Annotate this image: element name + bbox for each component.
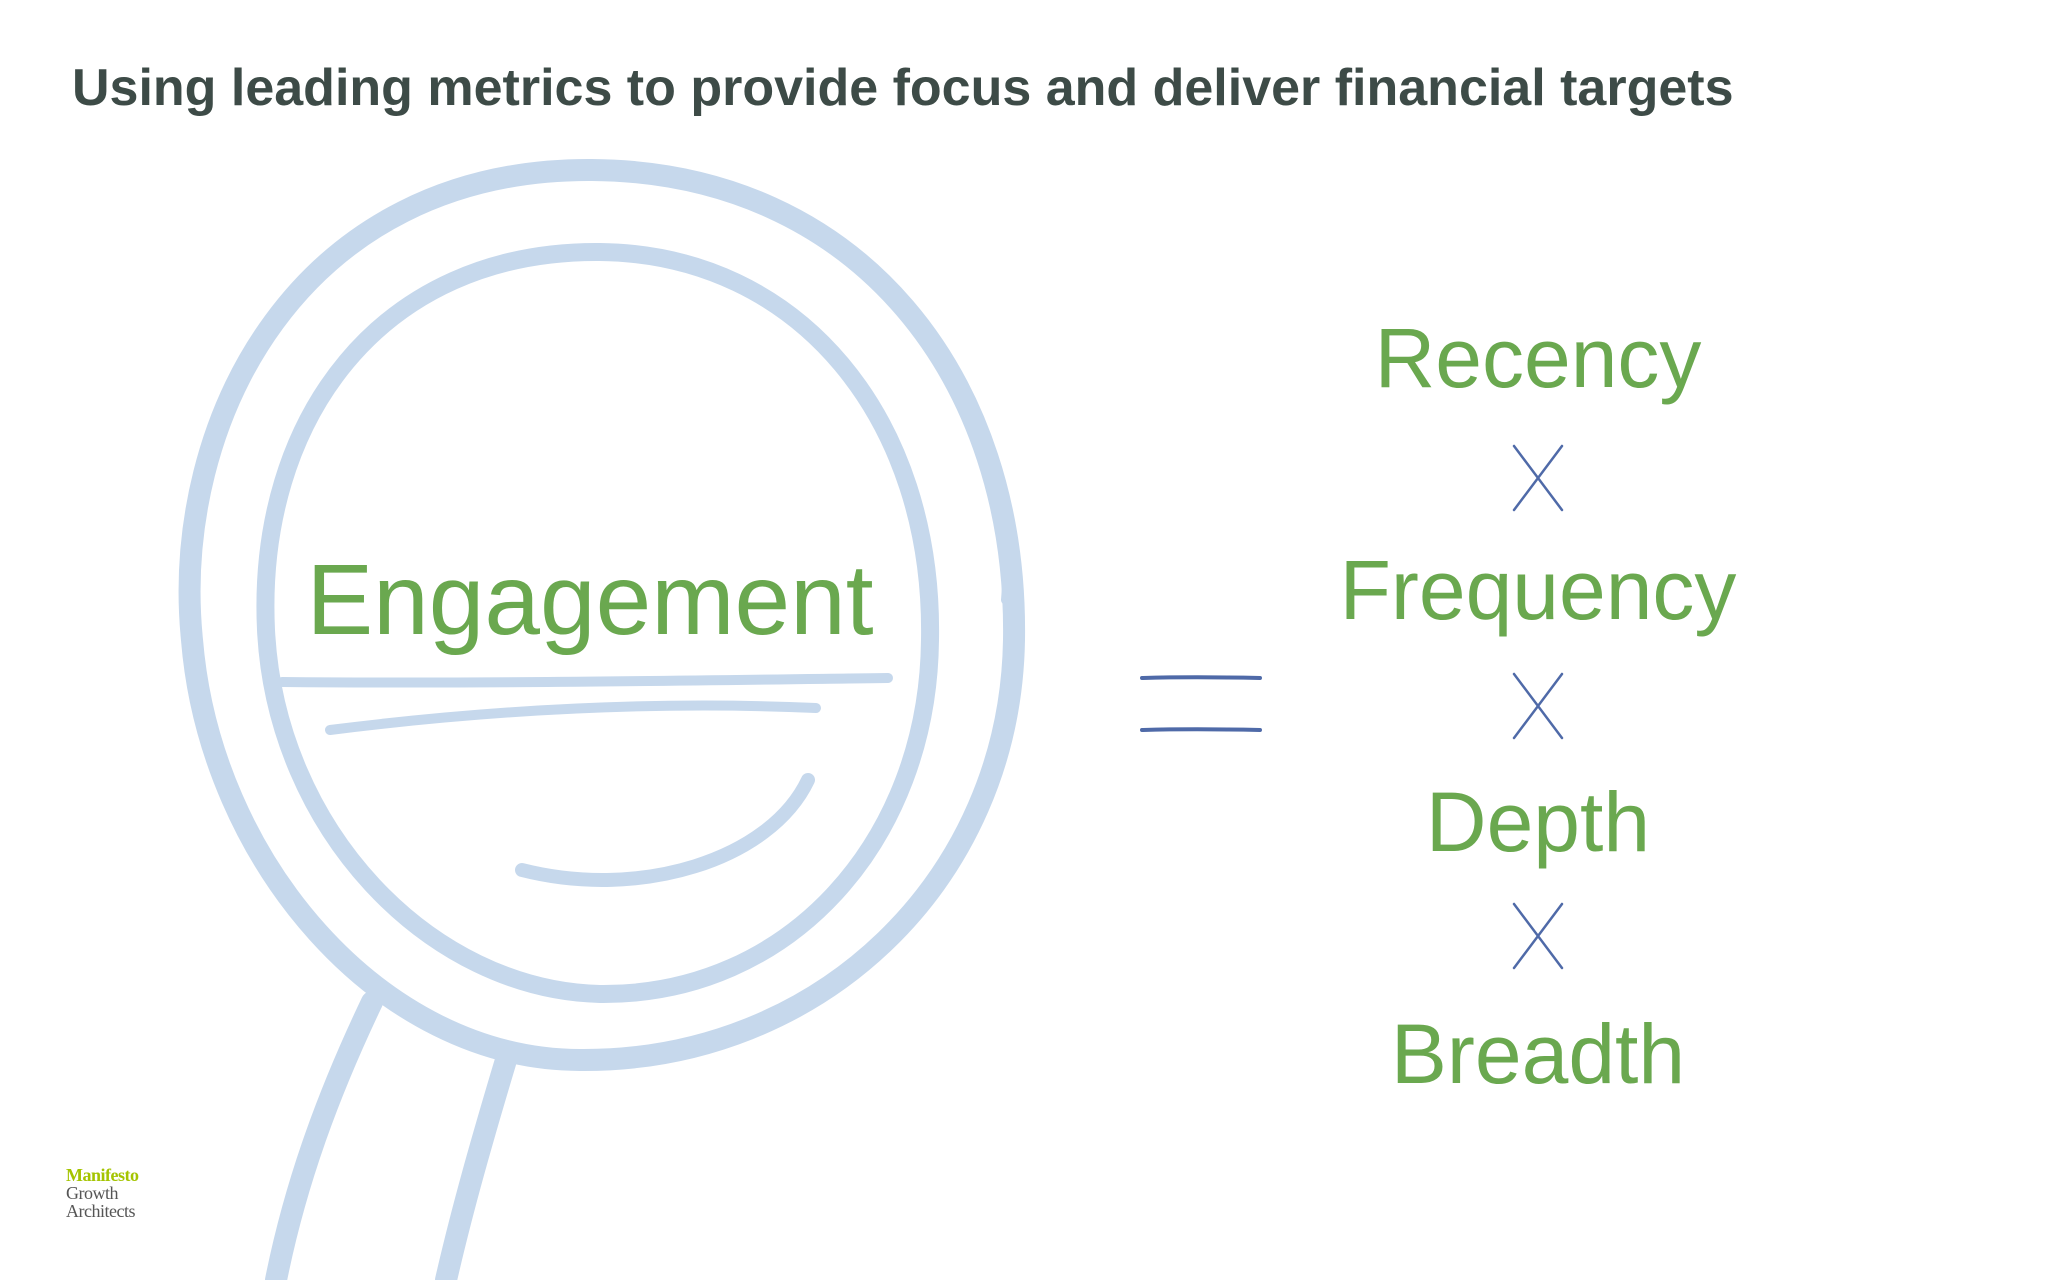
logo-line-growth: Growth: [66, 1183, 119, 1203]
slide-title: Using leading metrics to provide focus a…: [72, 59, 1734, 117]
factor-recency: Recency: [1374, 311, 1702, 405]
equals-icon: [1140, 675, 1262, 732]
logo-line-manifesto: Manifesto: [66, 1165, 139, 1185]
factor-depth: Depth: [1425, 775, 1651, 869]
logo-line-architects: Architects: [66, 1201, 135, 1221]
multiply-icon: [1512, 672, 1564, 740]
factor-breadth: Breadth: [1390, 1007, 1686, 1101]
multiply-icon: [1512, 902, 1564, 970]
company-logo: Manifesto Growth Architects: [66, 1166, 176, 1220]
engagement-factors: Recency Frequency Depth Breadth: [1298, 300, 1778, 1101]
engagement-label: Engagement: [306, 544, 874, 656]
factor-frequency: Frequency: [1339, 543, 1737, 637]
multiply-icon: [1512, 444, 1564, 512]
